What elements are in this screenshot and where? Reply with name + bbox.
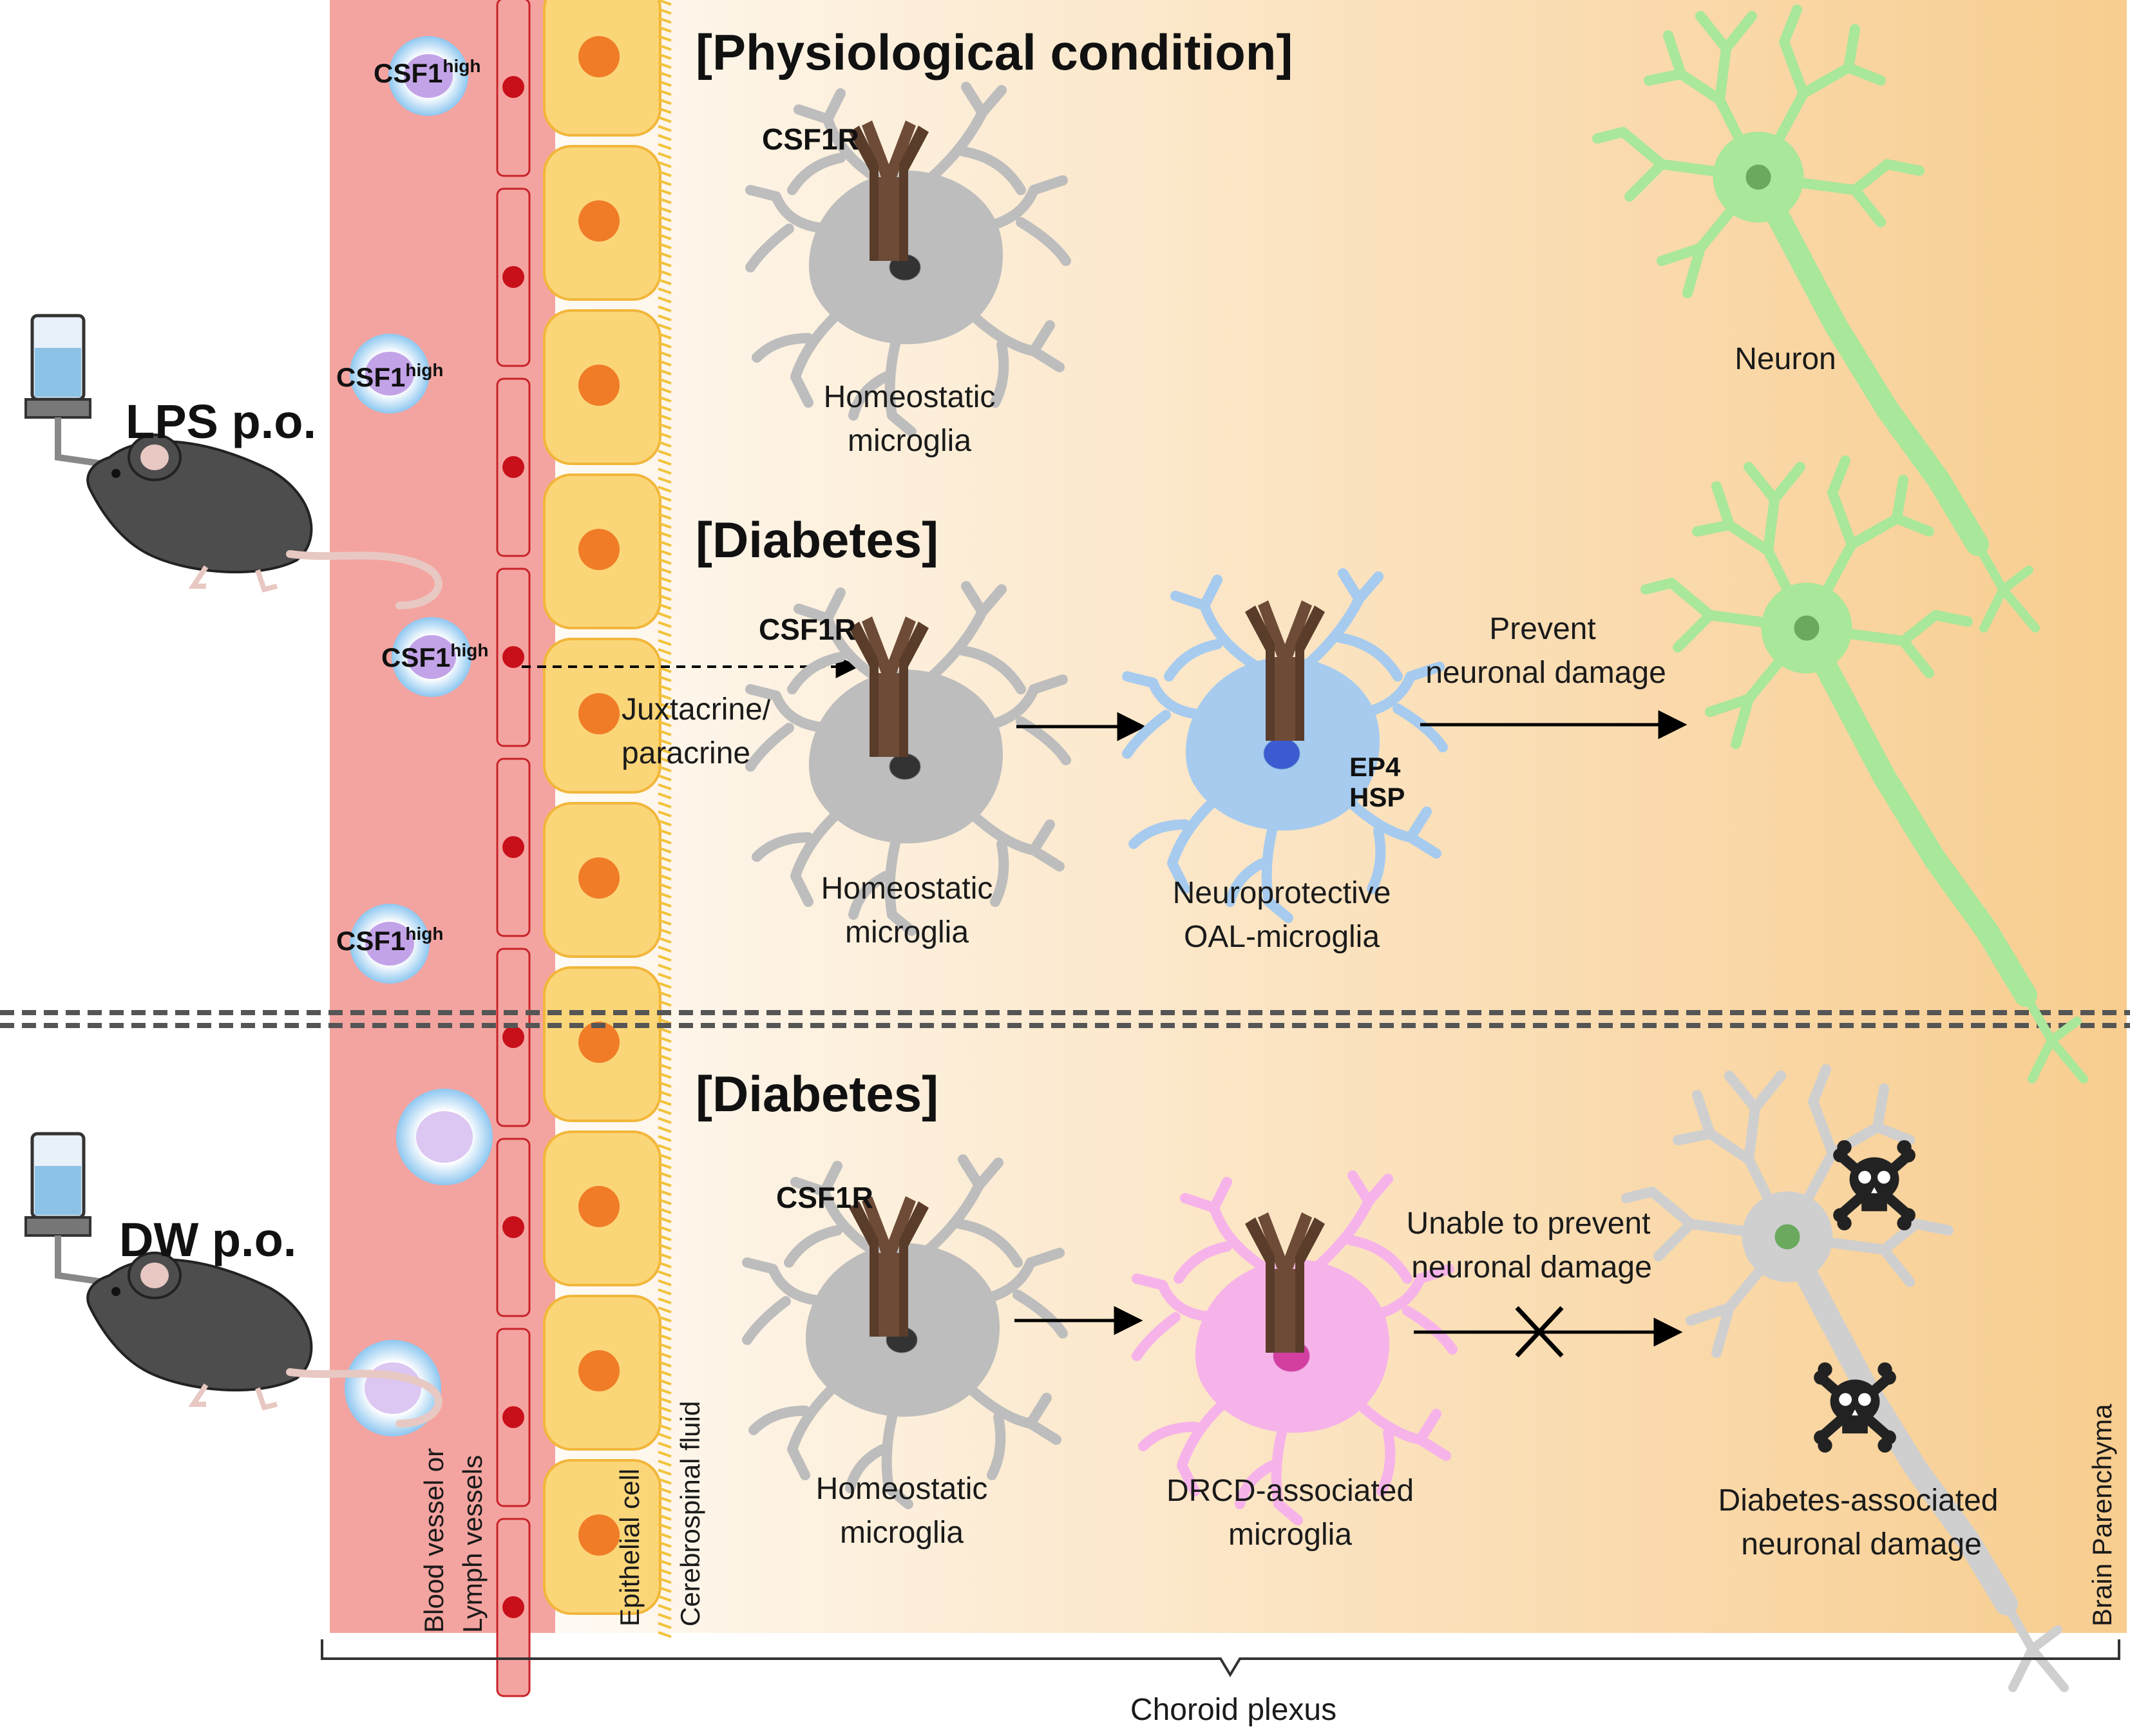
red-blood-cell	[502, 836, 524, 858]
csf1-label: CSF1high	[381, 640, 488, 672]
epithelial-nucleus	[578, 365, 620, 406]
epithelial-nucleus	[578, 1022, 620, 1063]
parenchyma-label: Brain Parenchyma	[2087, 1404, 2117, 1626]
prevent-label-a: Prevent	[1489, 612, 1595, 646]
endothelial-column	[496, 0, 531, 1697]
red-blood-cell	[502, 456, 524, 478]
csf1r-label-2: CSF1R	[759, 613, 856, 646]
epithelial-nucleus	[578, 693, 620, 734]
choroid-brace	[321, 1639, 2120, 1677]
drcd-label-a: DRCD-associated	[1166, 1474, 1414, 1508]
csf1-label: CSF1high	[336, 360, 443, 392]
epithelial-nucleus	[578, 36, 620, 77]
header-diabetes-top: [Diabetes]	[696, 511, 938, 568]
red-blood-cell	[502, 1596, 524, 1618]
juxtacrine-label-a: Juxtacrine/	[622, 692, 772, 727]
header-diabetes-bottom: [Diabetes]	[696, 1065, 938, 1122]
homeostatic-label-3b: microglia	[840, 1516, 964, 1550]
homeostatic-label-1b: microglia	[848, 424, 971, 458]
csf1r-label-1: CSF1R	[762, 122, 859, 156]
damage-label-a: Diabetes-associated	[1718, 1483, 1999, 1518]
epithelial-nucleus	[578, 857, 620, 899]
unable-label-a: Unable to prevent	[1407, 1207, 1651, 1241]
csf1-label: CSF1high	[374, 56, 480, 88]
hsp-label: HSP	[1349, 782, 1405, 812]
unable-label-b: neuronal damage	[1411, 1250, 1652, 1284]
vessel-label-a: Blood vessel or	[419, 1448, 449, 1633]
white-blood-cell-5	[396, 1089, 493, 1185]
juxtacrine-label-b: paracrine	[622, 736, 750, 770]
homeostatic-label-2b: microglia	[845, 915, 969, 949]
epithelial-nucleus	[578, 1514, 620, 1556]
homeostatic-label-1a: Homeostatic	[824, 380, 996, 414]
homeostatic-label-2a: Homeostatic	[821, 872, 993, 906]
csf1-high-cell-2: CSF1high	[336, 334, 443, 414]
damage-label-b: neuronal damage	[1741, 1527, 1982, 1561]
neuroprotective-label-a: Neuroprotective	[1173, 876, 1391, 910]
ep4-label: EP4	[1349, 752, 1401, 782]
epithelial-nucleus	[578, 1186, 620, 1227]
treatment-lps: LPS p.o.	[126, 395, 316, 448]
neuron-label: Neuron	[1735, 342, 1836, 376]
epithelial-nucleus	[578, 529, 620, 570]
drcd-label-b: microglia	[1228, 1518, 1352, 1552]
treatment-dw: DW p.o.	[119, 1213, 296, 1266]
choroid-label: Choroid plexus	[1130, 1693, 1336, 1727]
epithelium-column	[543, 0, 672, 1638]
csf1-high-cell-4: CSF1high	[336, 904, 443, 984]
neuroprotective-label-b: OAL-microglia	[1184, 920, 1380, 954]
csf1-high-cell-3: CSF1high	[381, 617, 488, 697]
header-physiological: [Physiological condition]	[696, 24, 1293, 81]
block-cross-icon	[1515, 1306, 1564, 1358]
prevent-label-b: neuronal damage	[1425, 656, 1666, 690]
csf1-label: CSF1high	[336, 924, 443, 956]
microvilli	[658, 0, 672, 1638]
red-blood-cell	[502, 1216, 524, 1238]
epithelial-nucleus	[578, 200, 620, 242]
epithelial-label: Epithelial cell	[614, 1469, 645, 1626]
csf1r-label-3: CSF1R	[776, 1181, 873, 1214]
red-blood-cell	[502, 76, 524, 98]
csf1-high-cell-1: CSF1high	[374, 36, 480, 116]
red-blood-cell	[502, 266, 524, 288]
homeostatic-label-3a: Homeostatic	[816, 1472, 988, 1506]
red-blood-cell	[502, 646, 524, 668]
red-blood-cell	[502, 1026, 524, 1048]
epithelial-nucleus	[578, 1350, 620, 1391]
vessel-label-b: Lymph vessels	[457, 1455, 488, 1633]
csf-label: Cerebrospinal fluid	[675, 1401, 705, 1626]
red-blood-cell	[502, 1406, 524, 1428]
